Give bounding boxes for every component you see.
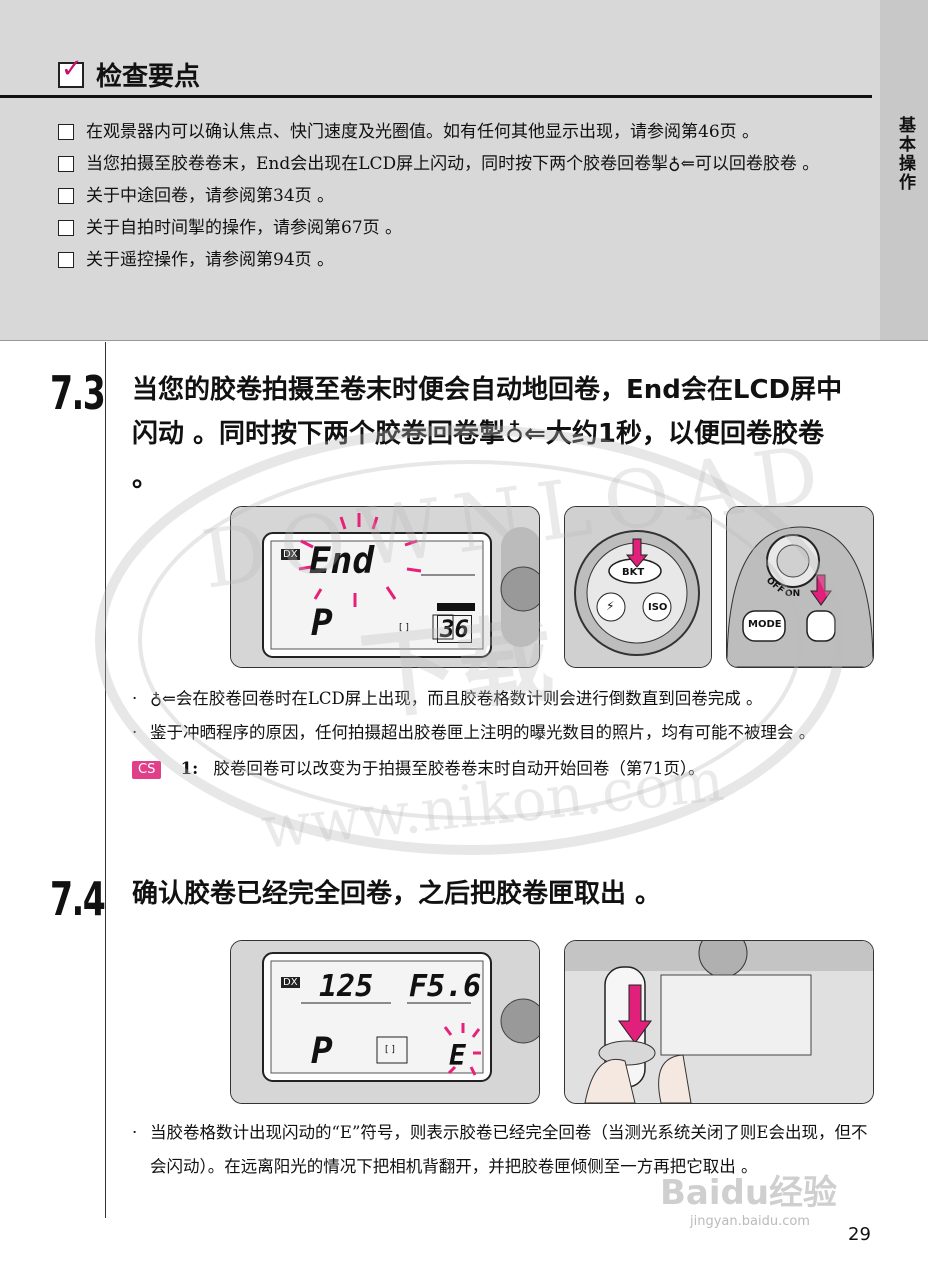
- on-label: ON: [785, 589, 801, 599]
- step-notes: 当胶卷格数计出现闪动的“E”符号，则表示胶卷已经完全回卷（当测光系统关闭了则E会…: [132, 1116, 872, 1184]
- checkbox-icon: [58, 220, 74, 236]
- lcd-counter-text: E: [449, 1039, 466, 1072]
- section-side-tab: [880, 0, 928, 340]
- lcd-aperture-text: F5.6: [409, 969, 482, 1004]
- step-number: 7.3: [50, 366, 106, 420]
- header-rule: [0, 95, 872, 98]
- mode-button-illustration: MODE OFF ON: [726, 506, 874, 668]
- custom-setting-note: CS 1: 胶卷回卷可以改变为于拍摄至胶卷卷末时自动开始回卷（第71页）。: [132, 752, 872, 786]
- lcd-counter-text: 36: [437, 615, 472, 643]
- lcd-frame-icon: [ ]: [399, 623, 409, 633]
- lcd-e-illustration: DX 125 F5.6 P [ ] E: [230, 940, 540, 1104]
- step-instruction: 确认胶卷已经完全回卷，之后把胶卷匣取出 。: [132, 879, 662, 909]
- mode-button-label: MODE: [748, 619, 782, 630]
- watermark-center-text: 下载: [355, 602, 559, 734]
- check-item: 在观景器内可以确认焦点、快门速度及光圈值。如有任何其他显示出现，请参阅第46页 …: [58, 116, 868, 148]
- iso-button-label: ISO: [648, 602, 668, 613]
- note-item: 鉴于冲晒程序的原因，任何拍摄超出胶卷匣上注明的曝光数目的照片，均有可能不被理会 …: [132, 716, 872, 750]
- checkbox-icon: [58, 188, 74, 204]
- lcd-shutter-text: 125: [319, 969, 374, 1004]
- cs-number: 1:: [180, 759, 199, 778]
- check-item: 关于遥控操作，请参阅第94页 。: [58, 244, 868, 276]
- lcd-dx-label: DX: [281, 977, 300, 988]
- page-number: 29: [848, 1224, 871, 1245]
- lcd-end-illustration: DX End P [ ] 36: [230, 506, 540, 668]
- checkmark-box-icon: ✓: [58, 54, 84, 88]
- step-notes: ♁⇐会在胶卷回卷时在LCD屏上出现，而且胶卷格数计则会进行倒数直到回卷完成 。 …: [132, 682, 872, 786]
- rewind-dial-illustration: BKT ISO ⚡: [564, 506, 712, 668]
- note-item: ♁⇐会在胶卷回卷时在LCD屏上出现，而且胶卷格数计则会进行倒数直到回卷完成 。: [132, 682, 872, 716]
- step-instruction: 当您的胶卷拍摄至卷末时便会自动地回卷，End会在LCD屏中闪动 。同时按下两个胶…: [132, 375, 843, 493]
- lcd-mode-text: P: [311, 1031, 333, 1072]
- baidu-url-watermark: jingyan.baidu.com: [690, 1214, 810, 1229]
- flash-icon: ⚡: [606, 599, 615, 613]
- lcd-frame-icon: [ ]: [385, 1045, 395, 1055]
- check-item: 当您拍摄至胶卷卷末，End会出现在LCD屏上闪动，同时按下两个胶卷回卷掣♁⇐可以…: [58, 148, 868, 180]
- step-number: 7.4: [50, 872, 106, 926]
- checkbox-icon: [58, 124, 74, 140]
- film-removal-illustration: [564, 940, 874, 1104]
- baidu-watermark: Baidu经验: [660, 1173, 838, 1213]
- cs-badge: CS: [132, 760, 162, 779]
- bkt-button-label: BKT: [622, 567, 645, 578]
- lcd-end-text: End: [309, 541, 375, 582]
- cs-text: 胶卷回卷可以改变为于拍摄至胶卷卷末时自动开始回卷（第71页）。: [213, 759, 705, 778]
- check-points-title: 检查要点: [96, 62, 201, 92]
- check-item: 关于中途回卷，请参阅第34页 。: [58, 180, 868, 212]
- lcd-dx-label: DX: [281, 549, 300, 560]
- checkbox-icon: [58, 252, 74, 268]
- side-tab-label: 基本操作: [895, 116, 915, 192]
- checkbox-icon: [58, 156, 74, 172]
- step-margin-line: [105, 342, 106, 1218]
- note-item: 当胶卷格数计出现闪动的“E”符号，则表示胶卷已经完全回卷（当测光系统关闭了则E会…: [132, 1116, 872, 1184]
- check-points-panel: [0, 0, 880, 340]
- lcd-mode-text: P: [311, 603, 333, 644]
- check-item: 关于自拍时间掣的操作，请参阅第67页 。: [58, 212, 868, 244]
- check-points-list: 在观景器内可以确认焦点、快门速度及光圈值。如有任何其他显示出现，请参阅第46页 …: [58, 116, 868, 276]
- check-points-header: ✓ 检查要点: [58, 54, 201, 93]
- panel-divider: [0, 340, 928, 341]
